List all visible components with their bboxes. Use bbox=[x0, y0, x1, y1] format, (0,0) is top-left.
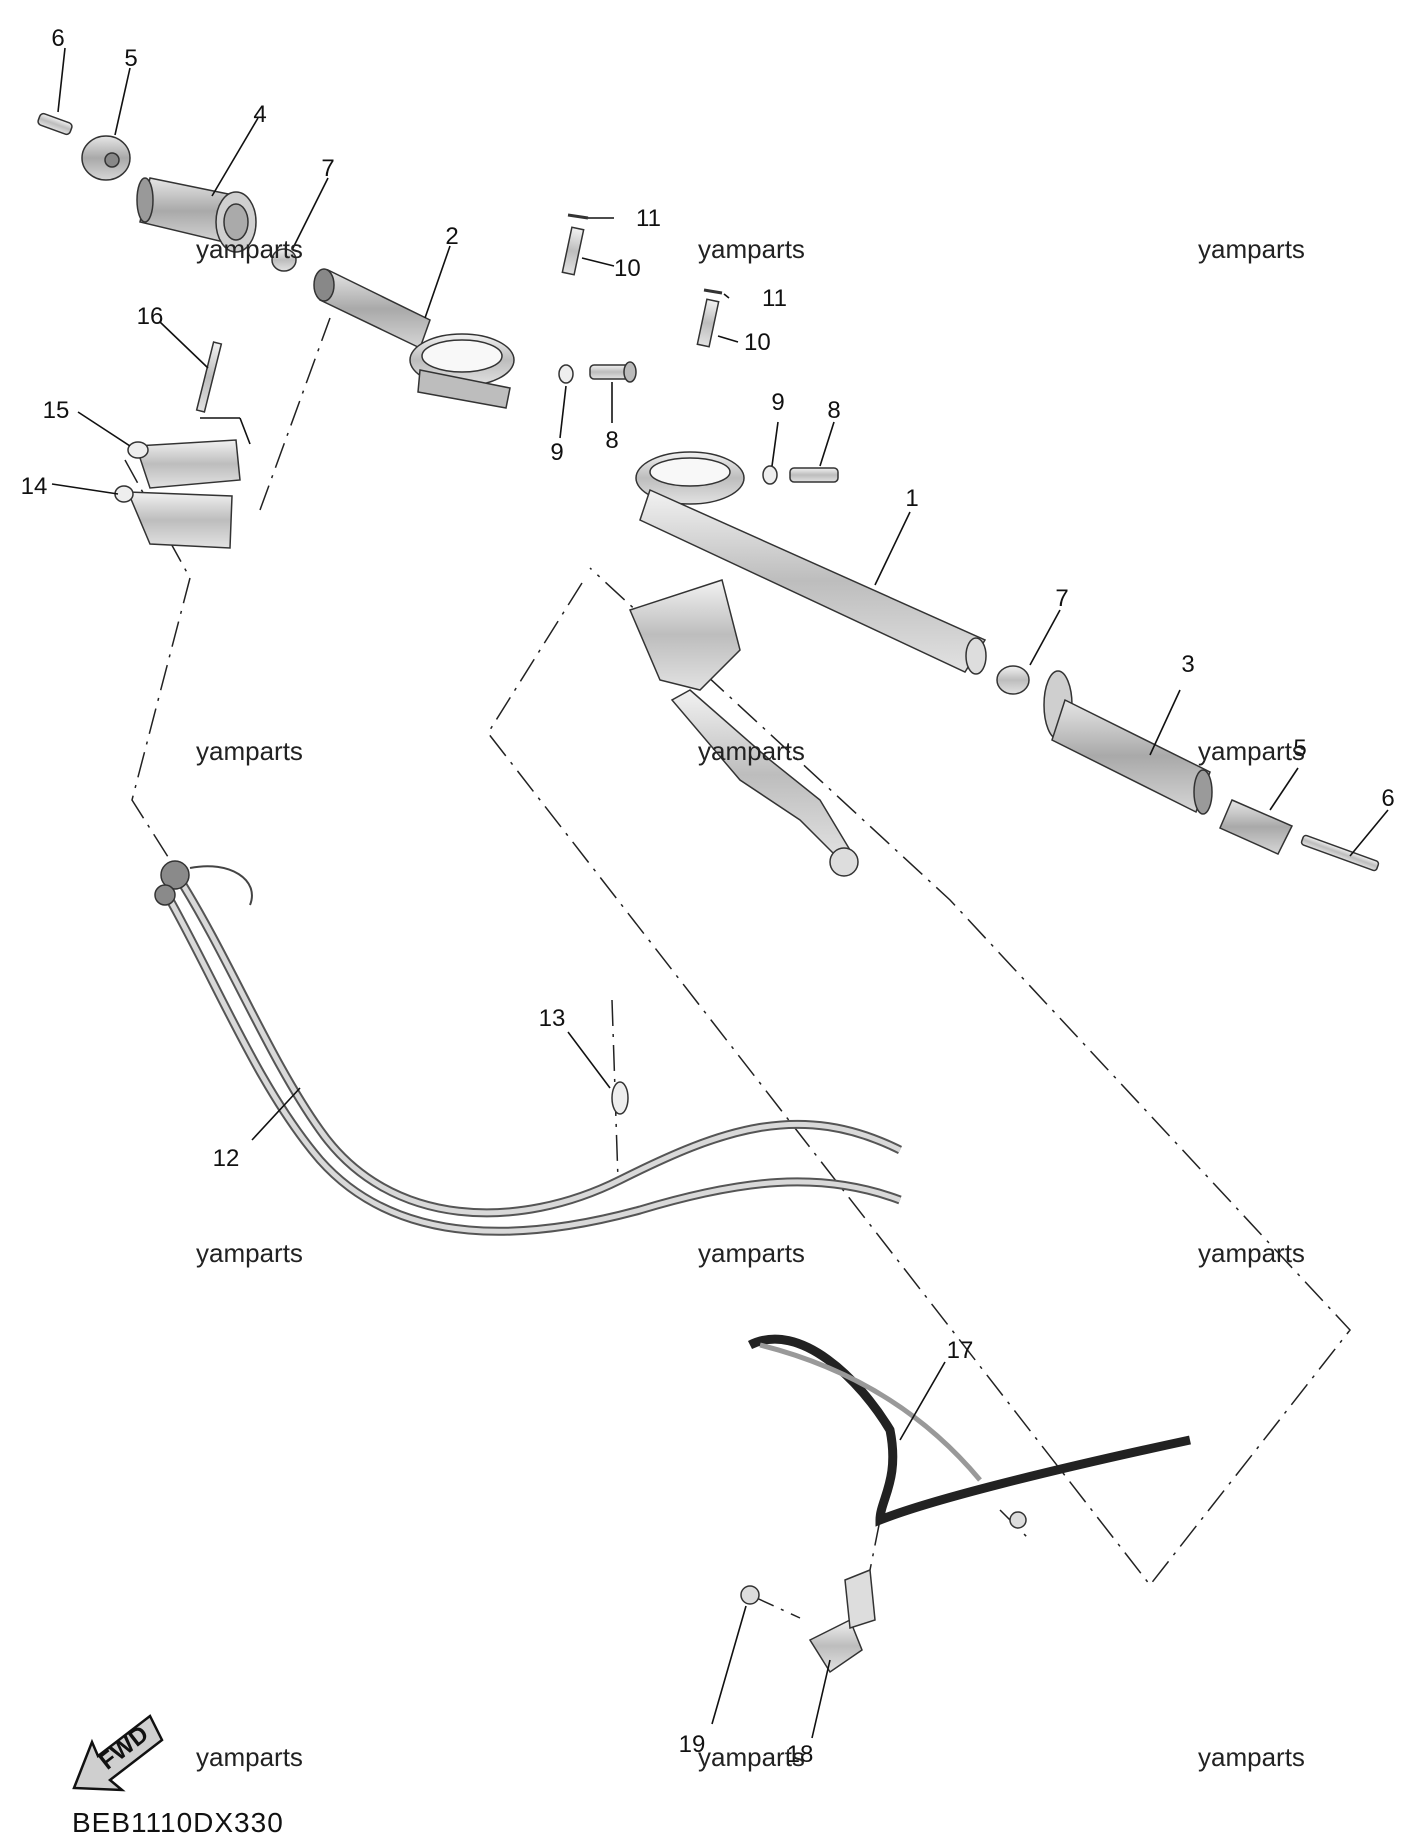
part-8-bolt-right bbox=[789, 467, 839, 483]
part-1-handlebar-right bbox=[635, 451, 987, 675]
callout-11-lower: 11 bbox=[762, 285, 787, 312]
part-13-clamp bbox=[611, 1081, 629, 1115]
watermark-r4c1: yamparts bbox=[196, 1742, 303, 1772]
callout-10-upper: 10 bbox=[614, 255, 641, 282]
diagram-code: BEB1110DX330 bbox=[72, 1807, 284, 1838]
part-17-clutch-cable bbox=[747, 1334, 1191, 1529]
callout-11-upper: 11 bbox=[636, 205, 661, 232]
callout-6-right: 6 bbox=[1381, 785, 1394, 812]
part-12-throttle-cables bbox=[154, 860, 903, 1236]
callout-labels: 6 5 4 7 11 2 10 11 10 16 15 9 8 9 8 14 1… bbox=[21, 25, 1395, 1768]
part-brake-lever bbox=[628, 579, 859, 877]
part-7-collar-right bbox=[996, 665, 1030, 695]
part-16-screw bbox=[195, 341, 223, 413]
part-19-bolt bbox=[740, 1585, 760, 1605]
part-3-grip-right bbox=[1043, 670, 1213, 815]
callout-3: 3 bbox=[1181, 651, 1194, 678]
watermark-r2c3: yamparts bbox=[1198, 736, 1305, 766]
watermarks: yamparts yamparts yamparts yamparts yamp… bbox=[196, 234, 1305, 1772]
watermark-r2c1: yamparts bbox=[196, 736, 303, 766]
part-6-bolt-left bbox=[37, 112, 73, 136]
callout-7-left: 7 bbox=[321, 155, 334, 182]
watermark-r3c3: yamparts bbox=[1198, 1238, 1305, 1268]
callout-15: 15 bbox=[43, 397, 70, 424]
watermark-r2c2: yamparts bbox=[698, 736, 805, 766]
part-2-handlebar-left bbox=[313, 268, 515, 409]
part-10-screw-lower bbox=[696, 298, 720, 348]
callout-14: 14 bbox=[21, 473, 48, 500]
callout-9-right: 9 bbox=[771, 389, 784, 416]
callout-7-right: 7 bbox=[1055, 585, 1068, 612]
part-9-washer-right bbox=[762, 465, 778, 485]
callout-16: 16 bbox=[137, 303, 164, 330]
watermark-r1c1: yamparts bbox=[196, 234, 303, 264]
part-15-switch-upper bbox=[127, 439, 241, 489]
part-10-screw-upper bbox=[561, 226, 585, 276]
leader-lines bbox=[51, 47, 1389, 1739]
callout-17: 17 bbox=[947, 1337, 974, 1364]
part-14-switch-lower bbox=[114, 485, 233, 549]
part-6-bolt-right bbox=[1300, 834, 1380, 872]
callout-19: 19 bbox=[679, 1731, 706, 1758]
callout-5-right: 5 bbox=[1293, 735, 1306, 762]
part-5-weight-left bbox=[81, 135, 131, 181]
part-8-bolt-mid bbox=[589, 361, 637, 383]
callout-12: 12 bbox=[213, 1145, 240, 1172]
callout-4: 4 bbox=[253, 101, 266, 128]
callout-10-lower: 10 bbox=[744, 329, 771, 356]
callout-8-right: 8 bbox=[827, 397, 840, 424]
watermark-r1c2: yamparts bbox=[698, 234, 805, 264]
part-5-weight-right bbox=[1219, 799, 1294, 855]
callout-13: 13 bbox=[539, 1005, 566, 1032]
watermark-r4c3: yamparts bbox=[1198, 1742, 1305, 1772]
watermark-r3c2: yamparts bbox=[698, 1238, 805, 1268]
assembly-lines bbox=[124, 317, 1351, 1619]
callout-2: 2 bbox=[445, 223, 458, 250]
part-9-washer-mid bbox=[558, 364, 574, 384]
part-11-pin-upper bbox=[567, 213, 589, 220]
callout-1: 1 bbox=[905, 485, 918, 512]
callout-9-mid: 9 bbox=[550, 439, 563, 466]
callout-8-mid: 8 bbox=[605, 427, 618, 454]
callout-6-left: 6 bbox=[51, 25, 64, 52]
fwd-arrow-icon: FWD bbox=[72, 1714, 164, 1792]
part-18-bracket bbox=[808, 1568, 876, 1674]
callout-5-left: 5 bbox=[124, 45, 137, 72]
watermark-r1c3: yamparts bbox=[1198, 234, 1305, 264]
part-7-collar-left bbox=[271, 248, 297, 272]
callout-18: 18 bbox=[787, 1741, 814, 1768]
watermark-r3c1: yamparts bbox=[196, 1238, 303, 1268]
watermark-r4c2: yamparts bbox=[698, 1742, 805, 1772]
part-11-pin-lower bbox=[703, 288, 723, 295]
